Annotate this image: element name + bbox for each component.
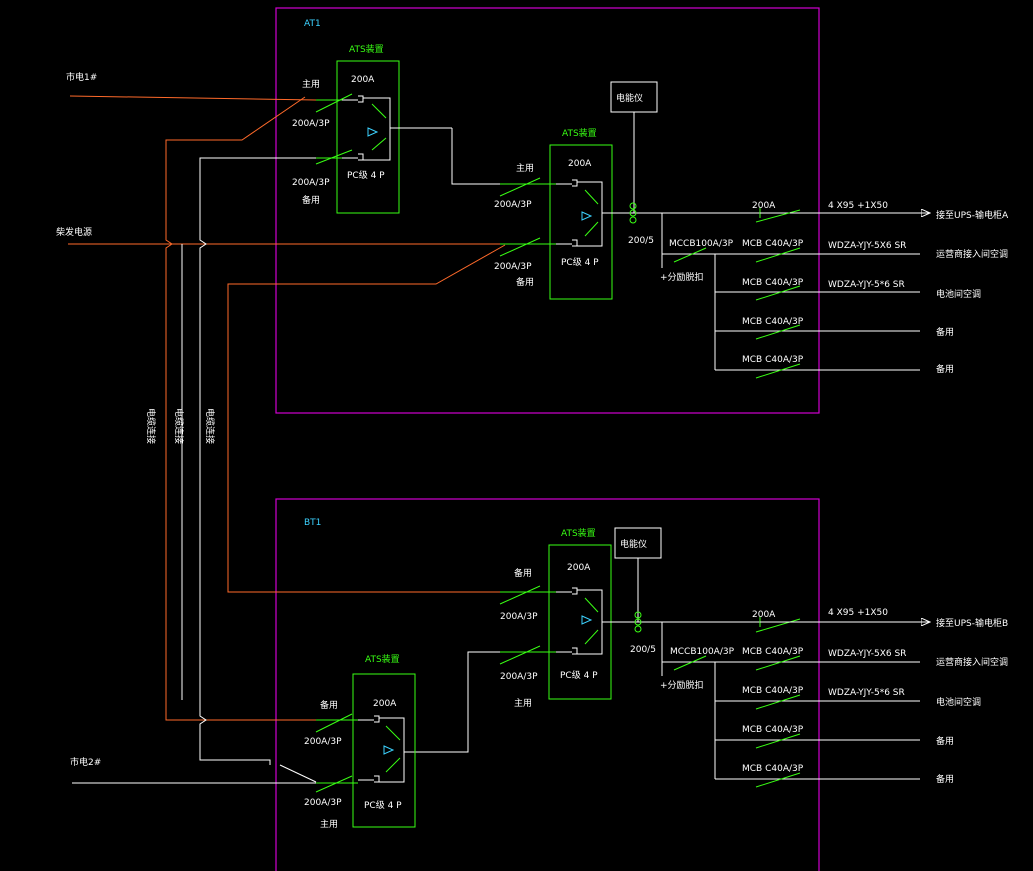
bt1-out4-breaker: MCB C40A/3P — [742, 725, 804, 735]
bt1-ats1-backup-breaker: 200A/3P — [304, 737, 342, 747]
cable-label-3: 电缆连接 — [204, 408, 216, 444]
at1-ats2-backup-breaker: 200A/3P — [494, 262, 532, 272]
bt1-ats1-switch-symbol — [315, 713, 410, 793]
at1-ats1-title: ATS装置 — [349, 43, 384, 55]
at1-out2-dest: 运营商接入间空调 — [936, 248, 1008, 260]
bt1-ats1-main-label: 主用 — [320, 818, 338, 830]
at1-ats2-box — [549, 144, 613, 300]
bt1-out4-dest: 备用 — [936, 735, 954, 747]
bt1-out2-dest: 运营商接入间空调 — [936, 656, 1008, 668]
bt1-out5-dest: 备用 — [936, 773, 954, 785]
at1-ats2-rating: 200A — [568, 159, 592, 169]
source-mains1-label: 市电1# — [66, 71, 97, 83]
bt1-ats2-main-breaker: 200A/3P — [500, 672, 538, 682]
at1-ats1-switch-symbol — [315, 93, 500, 185]
at1-ct-symbol — [629, 202, 637, 224]
at1-ct-label: 200/5 — [628, 236, 654, 246]
at1-out1-cable: 4 X95 +1X50 — [828, 201, 888, 211]
bt1-ats2-switch-symbol — [410, 585, 760, 753]
bt1-out1-breaker: 200A — [752, 610, 776, 620]
at1-ats1-model: PC级 4 P — [347, 169, 385, 181]
at1-out4-dest: 备用 — [936, 326, 954, 338]
at1-ats1-group: ATS装置 200A PC级 4 P 主用 200A/3P 200A/3P 备用 — [292, 43, 500, 214]
at1-ats1-backup-breaker: 200A/3P — [292, 178, 330, 188]
at1-out3-breaker: MCB C40A/3P — [742, 278, 804, 288]
bt1-ats1-group: ATS装置 200A PC级 4 P 备用 200A/3P 200A/3P 主用 — [304, 653, 416, 830]
at1-ats1-box — [336, 60, 400, 214]
at1-ats2-main-label: 主用 — [516, 162, 534, 174]
source-mains2-label: 市电2# — [70, 756, 101, 768]
bt1-out3-breaker: MCB C40A/3P — [742, 686, 804, 696]
bt1-ats1-main-breaker: 200A/3P — [304, 798, 342, 808]
at1-output-bus — [661, 208, 930, 379]
at1-ats2-group: ATS装置 200A PC级 4 P 主用 200A/3P 200A/3P 备用 — [494, 127, 760, 300]
at1-out2-breaker: MCB C40A/3P — [742, 239, 804, 249]
bt1-ats1-box — [352, 673, 416, 828]
bt1-out3-cable: WDZA-YJY-5*6 SR — [828, 688, 905, 698]
bt1-out3-dest: 电池间空调 — [936, 696, 981, 708]
bt1-ct-label: 200/5 — [630, 645, 656, 655]
bt1-ats2-backup-label: 备用 — [514, 567, 532, 579]
bt1-ats2-model: PC级 4 P — [560, 669, 598, 681]
bt1-ats2-rating: 200A — [567, 563, 591, 573]
at1-out2-cable: WDZA-YJY-5X6 SR — [828, 241, 906, 251]
bt1-ats2-group: ATS装置 200A PC级 4 P 备用 200A/3P 200A/3P 主用 — [410, 527, 760, 753]
bt1-out1-cable: 4 X95 +1X50 — [828, 608, 888, 618]
at1-out1-dest: 接至UPS-输电柜A — [936, 209, 1009, 221]
panel-bt1-name: BT1 — [304, 518, 321, 528]
at1-ats2-backup-label: 备用 — [516, 276, 534, 288]
at1-out4-breaker: MCB C40A/3P — [742, 317, 804, 327]
bt1-ats1-title: ATS装置 — [365, 653, 400, 665]
bt1-out2-cable: WDZA-YJY-5X6 SR — [828, 649, 906, 659]
bt1-ats1-rating: 200A — [373, 699, 397, 709]
bt1-ats2-main-label: 主用 — [514, 697, 532, 709]
panel-bt1-border — [275, 498, 820, 871]
bt1-mccb-label: MCCB100A/3P — [670, 647, 735, 657]
at1-ats2-title: ATS装置 — [562, 127, 597, 139]
at1-ats2-model: PC级 4 P — [561, 256, 599, 268]
at1-ats1-main-label: 主用 — [302, 78, 320, 90]
panel-at1-name: AT1 — [304, 19, 321, 29]
at1-spd-label: +分励脱扣 — [660, 271, 704, 283]
at1-out3-cable: WDZA-YJY-5*6 SR — [828, 280, 905, 290]
bt1-out1-dest: 接至UPS-输电柜B — [936, 617, 1008, 629]
at1-ats1-backup-label: 备用 — [302, 194, 320, 206]
at1-out5-dest: 备用 — [936, 363, 954, 375]
bt1-ats2-title: ATS装置 — [561, 527, 596, 539]
cable-label-2: 电缆连接 — [173, 408, 185, 444]
at1-ats1-rating: 200A — [351, 75, 375, 85]
source-generator-label: 柴发电源 — [56, 226, 92, 238]
bt1-ats1-model: PC级 4 P — [364, 799, 402, 811]
bt1-ats2-backup-breaker: 200A/3P — [500, 612, 538, 622]
at1-out1-breaker: 200A — [752, 201, 776, 211]
bt1-ats1-backup-label: 备用 — [320, 699, 338, 711]
bt1-output-bus — [661, 617, 930, 788]
panel-at1-border — [275, 7, 820, 414]
bt1-spd-label: +分励脱扣 — [660, 679, 704, 691]
at1-meter-label: 电能仪 — [616, 92, 643, 104]
at1-out5-breaker: MCB C40A/3P — [742, 355, 804, 365]
at1-out3-dest: 电池间空调 — [936, 288, 981, 300]
at1-mccb-label: MCCB100A/3P — [669, 239, 734, 249]
bt1-out5-breaker: MCB C40A/3P — [742, 764, 804, 774]
bt1-out2-breaker: MCB C40A/3P — [742, 647, 804, 657]
bt1-outgoing-circuits: 200A 4 X95 +1X50 接至UPS-输电柜B MCB C40A/3P … — [742, 608, 1008, 785]
incoming-feeders — [68, 95, 506, 784]
at1-ats2-switch-symbol — [499, 177, 760, 257]
at1-outgoing-circuits: 200A 4 X95 +1X50 接至UPS-输电柜A MCB C40A/3P … — [742, 201, 1009, 375]
cable-label-1: 电缆连接 — [145, 408, 157, 444]
at1-ats2-main-breaker: 200A/3P — [494, 200, 532, 210]
at1-ats1-main-breaker: 200A/3P — [292, 119, 330, 129]
bt1-meter-label: 电能仪 — [620, 538, 647, 550]
bt1-ct-symbol — [634, 611, 642, 633]
